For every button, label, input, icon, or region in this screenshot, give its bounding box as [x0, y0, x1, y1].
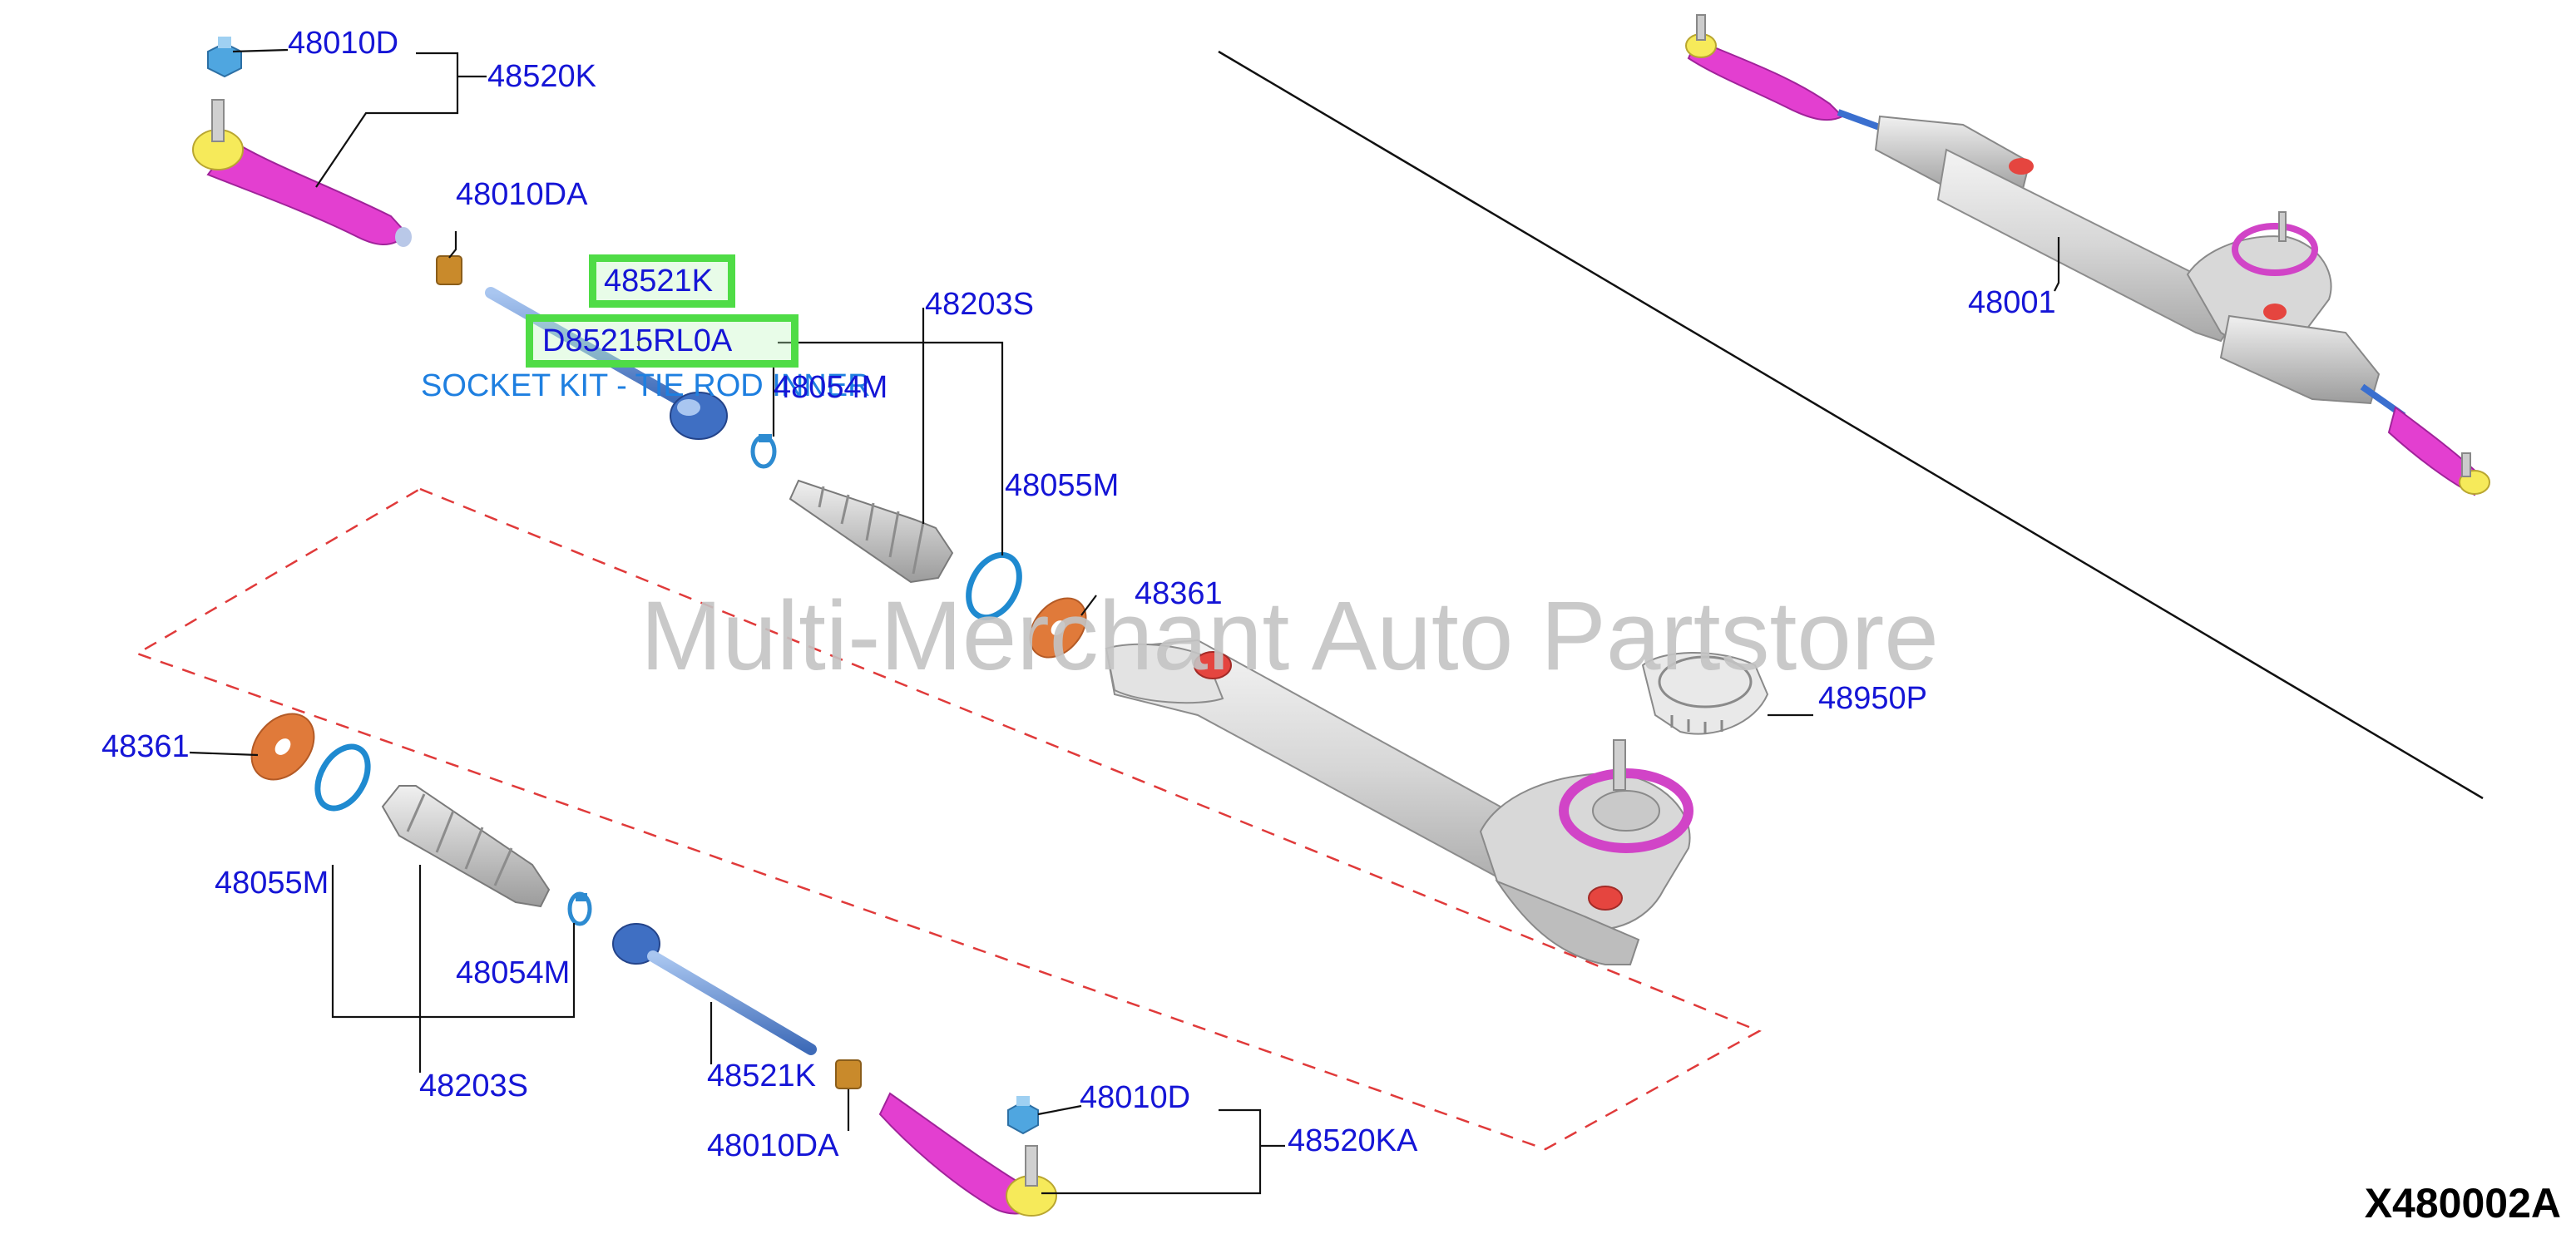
divider-line: [1218, 50, 2484, 800]
boot-48203s-bottom: [381, 785, 551, 908]
callout-48520k[interactable]: 48520K: [487, 59, 597, 94]
inner-tie-rod-top: [485, 287, 728, 440]
boot-48203s-top: [789, 479, 954, 584]
callout-d85215rl0a[interactable]: D85215RL0A: [542, 323, 733, 358]
callout-48010da-top[interactable]: 48010DA: [456, 177, 588, 212]
washer-48361-top: [1029, 597, 1087, 659]
tie-rod-end-48520k: [192, 99, 412, 247]
callout-48203s-top[interactable]: 48203S: [925, 287, 1035, 322]
nut-48010d-top: [207, 37, 242, 78]
callout-48054m-top[interactable]: 48054M: [774, 370, 888, 405]
jam-nut-48010da-top: [436, 255, 462, 285]
nut-48010d-bottom: [1007, 1096, 1039, 1135]
callout-48010d-bottom[interactable]: 48010D: [1080, 1080, 1191, 1115]
washer-48361-bottom: [250, 713, 315, 781]
callout-48010da-bottom[interactable]: 48010DA: [707, 1128, 839, 1163]
inner-tie-rod-bottom: [612, 923, 817, 1055]
highlight-d85215rl0a: [526, 314, 799, 368]
lower-group-outline: [135, 487, 1762, 1151]
highlight-48521k: [589, 254, 735, 308]
callout-48010d-top[interactable]: 48010D: [288, 26, 399, 61]
callout-48521k-bottom[interactable]: 48521K: [707, 1059, 817, 1093]
leader-lines: [189, 48, 2060, 1195]
callout-48950p[interactable]: 48950P: [1818, 681, 1928, 716]
tie-rod-end-48520ka: [878, 1092, 1057, 1217]
clamp-48054m-bottom: [567, 891, 592, 926]
cover-48950p: [1641, 652, 1769, 735]
clamp-48054m-top: [750, 434, 777, 469]
callout-48055m-bottom[interactable]: 48055M: [215, 866, 329, 901]
callout-48055m-top[interactable]: 48055M: [1005, 468, 1120, 503]
callout-48521k-top[interactable]: 48521K: [604, 264, 714, 299]
callout-48001[interactable]: 48001: [1968, 285, 2056, 320]
callout-48520ka[interactable]: 48520KA: [1288, 1123, 1418, 1158]
part-description: SOCKET KIT - TIE ROD INNER: [421, 368, 871, 403]
ring-48055m-top: [966, 551, 1022, 621]
callout-48203s-bottom[interactable]: 48203S: [419, 1069, 529, 1103]
callout-48361-bottom[interactable]: 48361: [101, 729, 190, 764]
steering-gear-assembly-inset: [1685, 14, 2490, 496]
watermark: Multi-Merchant Auto Partstore: [640, 581, 1939, 691]
callout-48054m-bottom[interactable]: 48054M: [456, 955, 571, 990]
diagram-id: X480002A: [2364, 1180, 2561, 1227]
jam-nut-48010da-bottom: [835, 1059, 862, 1089]
steering-gear-housing-main: [1105, 639, 1693, 965]
ring-48055m-bottom: [314, 743, 371, 812]
callout-48361-top[interactable]: 48361: [1135, 576, 1223, 611]
